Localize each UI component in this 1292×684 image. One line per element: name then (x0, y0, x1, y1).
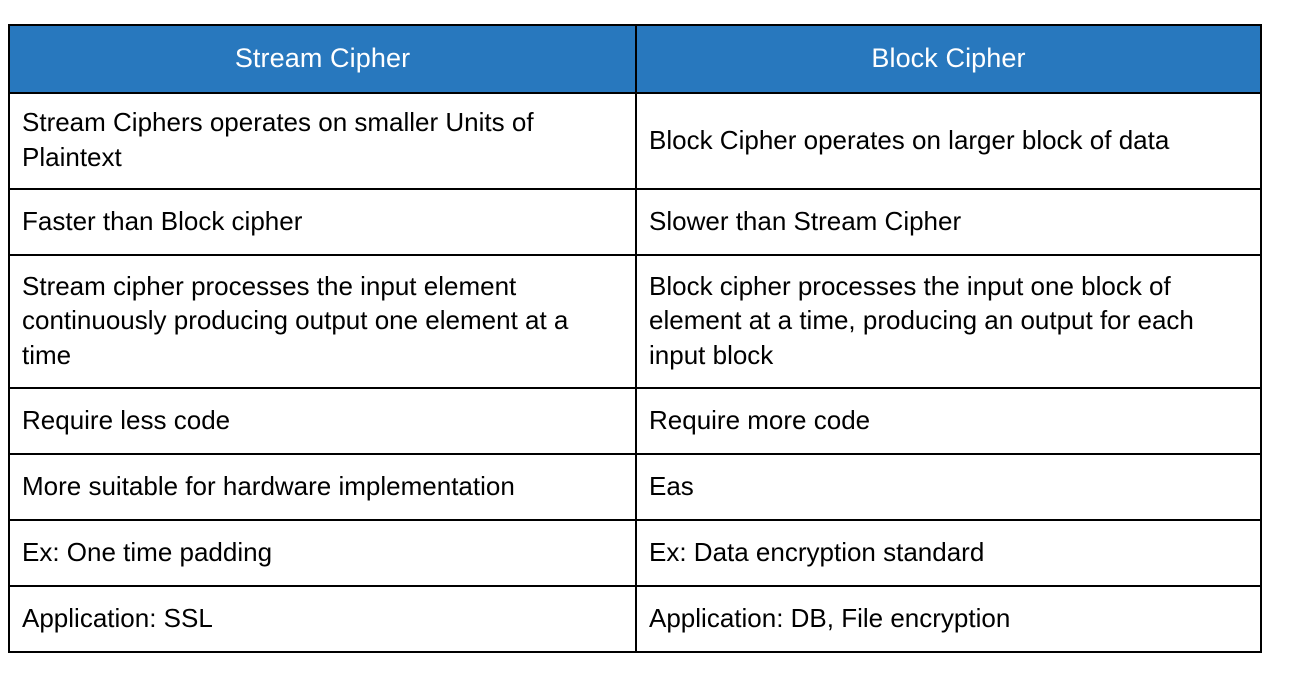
cell-text: Faster than Block cipher (22, 205, 303, 236)
table-body: Stream Ciphers operates on smaller Units… (8, 92, 1262, 653)
cell-text: Ex: Data encryption standard (649, 536, 985, 567)
cell-block-cipher-5: Eas (635, 453, 1262, 521)
cell-text: Stream cipher processes the input elemen… (22, 270, 569, 370)
table-row: Ex: One time padding Ex: Data encryption… (8, 519, 1262, 587)
cell-text: Application: DB, File encryption (649, 602, 1011, 633)
cell-stream-cipher-3: Stream cipher processes the input elemen… (8, 254, 637, 389)
cell-text: Ex: One time padding (22, 536, 273, 567)
cell-stream-cipher-7: Application: SSL (8, 585, 637, 653)
table-row: Application: SSL Application: DB, File e… (8, 585, 1262, 653)
cell-text: Require less code (22, 404, 231, 435)
cell-block-cipher-4: Require more code (635, 387, 1262, 455)
cell-text: Slower than Stream Cipher (649, 205, 962, 236)
cell-text: Block Cipher operates on larger block of… (649, 124, 1170, 155)
cell-stream-cipher-1: Stream Ciphers operates on smaller Units… (8, 92, 637, 190)
column-header-block-cipher: Block Cipher (635, 24, 1262, 94)
table-row: Stream Ciphers operates on smaller Units… (8, 92, 1262, 190)
cell-stream-cipher-4: Require less code (8, 387, 637, 455)
column-header-block-cipher-label: Block Cipher (871, 43, 1026, 74)
table-header: Stream Cipher Block Cipher (8, 24, 1262, 94)
cell-text: Stream Ciphers operates on smaller Units… (22, 107, 534, 172)
cell-text: More suitable for hardware implementatio… (22, 470, 515, 501)
cell-block-cipher-1: Block Cipher operates on larger block of… (635, 92, 1262, 190)
table-row: Faster than Block cipher Slower than Str… (8, 188, 1262, 256)
cell-text: Eas (649, 470, 694, 501)
cell-stream-cipher-2: Faster than Block cipher (8, 188, 637, 256)
cipher-comparison-table: Stream Cipher Block Cipher Stream Cipher… (8, 24, 1262, 653)
cell-text: Application: SSL (22, 602, 213, 633)
cell-block-cipher-6: Ex: Data encryption standard (635, 519, 1262, 587)
cell-text: Block cipher processes the input one blo… (649, 270, 1194, 370)
table-row: More suitable for hardware implementatio… (8, 453, 1262, 521)
cell-block-cipher-3: Block cipher processes the input one blo… (635, 254, 1262, 389)
cell-text: Require more code (649, 404, 871, 435)
column-header-stream-cipher-label: Stream Cipher (234, 43, 411, 74)
cell-stream-cipher-6: Ex: One time padding (8, 519, 637, 587)
cell-block-cipher-2: Slower than Stream Cipher (635, 188, 1262, 256)
column-header-stream-cipher: Stream Cipher (8, 24, 637, 94)
table-row: Stream cipher processes the input elemen… (8, 254, 1262, 389)
table-row: Require less code Require more code (8, 387, 1262, 455)
table-header-row: Stream Cipher Block Cipher (8, 24, 1262, 94)
cell-block-cipher-7: Application: DB, File encryption (635, 585, 1262, 653)
cell-stream-cipher-5: More suitable for hardware implementatio… (8, 453, 637, 521)
